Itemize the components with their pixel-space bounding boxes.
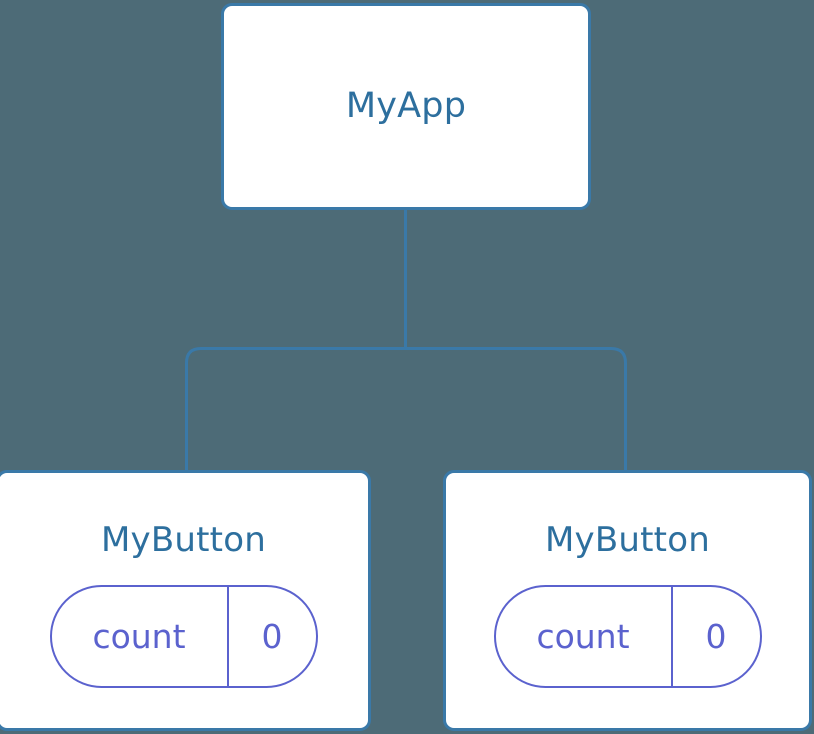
tree-node-mybutton-0[interactable]: MyButton count 0	[0, 470, 371, 731]
state-pill[interactable]: count 0	[493, 585, 762, 688]
node-title: MyApp	[345, 86, 467, 126]
tree-node-mybutton-1[interactable]: MyButton count 0	[443, 470, 812, 731]
node-title: MyButton	[101, 520, 266, 560]
state-value: 0	[705, 617, 727, 656]
edge-child-bus	[185, 347, 627, 470]
node-title: MyButton	[545, 520, 710, 560]
state-value: 0	[261, 617, 283, 656]
state-key: count	[52, 587, 229, 686]
state-pill[interactable]: count 0	[49, 585, 318, 688]
tree-node-myapp[interactable]: MyApp	[221, 3, 591, 210]
state-key: count	[496, 587, 673, 686]
